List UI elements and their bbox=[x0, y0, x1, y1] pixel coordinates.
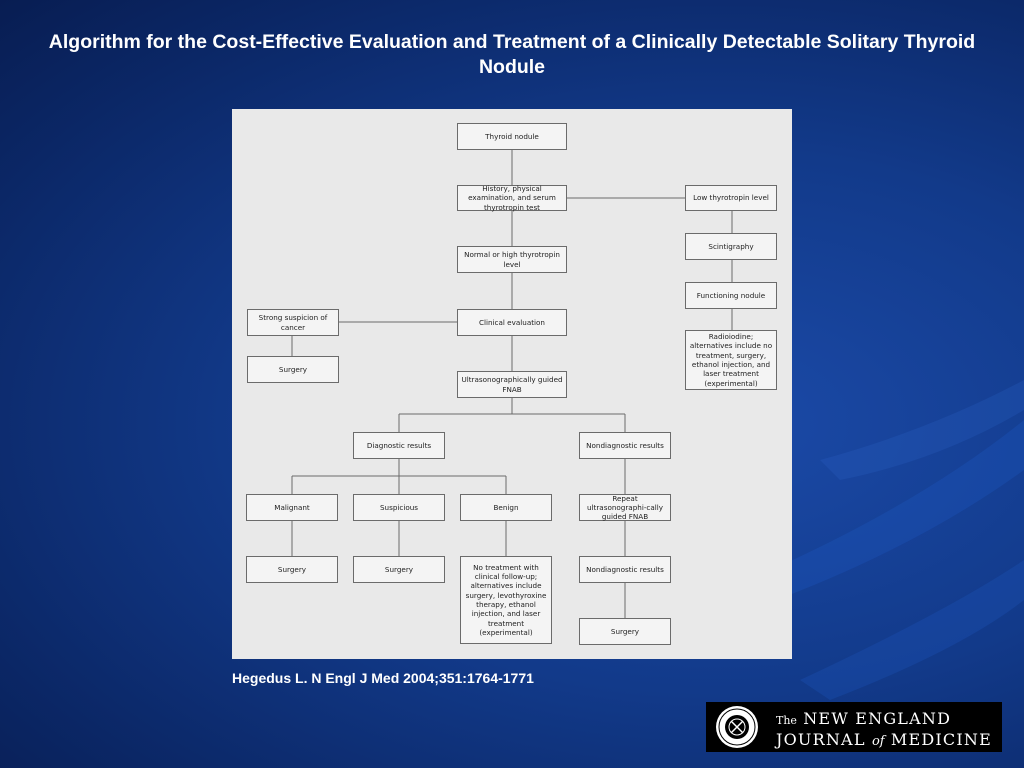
node-no-treatment-followup: No treatment with clinical follow-up; al… bbox=[460, 556, 552, 644]
node-thyroid-nodule: Thyroid nodule bbox=[457, 123, 567, 150]
node-clinical-evaluation: Clinical evaluation bbox=[457, 309, 567, 336]
nejm-wordmark: The NEW ENGLAND JOURNAL of MEDICINE bbox=[776, 709, 992, 751]
node-repeat-fnab: Repeat ultrasonographi-cally guided FNAB bbox=[579, 494, 671, 521]
nejm-of: of bbox=[871, 734, 885, 749]
node-low-thyrotropin: Low thyrotropin level bbox=[685, 185, 777, 211]
node-nondiagnostic-results: Nondiagnostic results bbox=[579, 432, 671, 459]
node-benign: Benign bbox=[460, 494, 552, 521]
node-normal-high-thyrotropin: Normal or high thyrotropin level bbox=[457, 246, 567, 273]
node-ultrasound-fnab: Ultrasonographically guided FNAB bbox=[457, 371, 567, 398]
nejm-the: The bbox=[776, 714, 797, 727]
nejm-new-england: NEW ENGLAND bbox=[803, 709, 952, 728]
citation: Hegedus L. N Engl J Med 2004;351:1764-17… bbox=[232, 670, 534, 686]
node-strong-suspicion: Strong suspicion of cancer bbox=[247, 309, 339, 336]
nejm-medicine: MEDICINE bbox=[890, 730, 992, 749]
node-surgery-suspicious: Surgery bbox=[353, 556, 445, 583]
node-scintigraphy: Scintigraphy bbox=[685, 233, 777, 260]
node-suspicious: Suspicious bbox=[353, 494, 445, 521]
node-history-exam: History, physical examination, and serum… bbox=[457, 184, 567, 212]
nejm-journal: JOURNAL bbox=[776, 730, 866, 749]
node-malignant: Malignant bbox=[246, 494, 338, 521]
nejm-wordmark-line1: The NEW ENGLAND bbox=[776, 709, 992, 730]
nejm-wordmark-line2: JOURNAL of MEDICINE bbox=[776, 730, 992, 751]
node-surgery-final: Surgery bbox=[579, 618, 671, 645]
node-surgery-malignant: Surgery bbox=[246, 556, 338, 583]
flowchart-connectors bbox=[291, 150, 733, 618]
node-diagnostic-results: Diagnostic results bbox=[353, 432, 445, 459]
node-nondiagnostic-results-repeat: Nondiagnostic results bbox=[579, 556, 671, 583]
flowchart-figure: Thyroid nodule History, physical examina… bbox=[232, 109, 792, 659]
nejm-logo: The NEW ENGLAND JOURNAL of MEDICINE bbox=[706, 702, 1002, 752]
node-radioiodine: Radioiodine; alternatives include no tre… bbox=[685, 330, 777, 390]
nejm-seal-icon bbox=[716, 706, 758, 748]
node-surgery-strong-suspicion: Surgery bbox=[247, 356, 339, 383]
node-functioning-nodule: Functioning nodule bbox=[685, 282, 777, 309]
slide-title: Algorithm for the Cost-Effective Evaluat… bbox=[48, 31, 976, 78]
